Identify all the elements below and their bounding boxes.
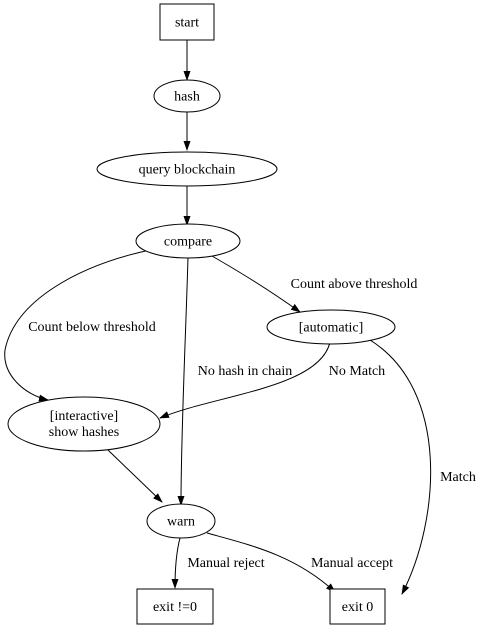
edge-compare-warn (177, 256, 189, 506)
nodes: start hash query blockchain compare [aut… (7, 3, 396, 625)
node-compare: compare (135, 223, 241, 259)
edges (4, 40, 432, 595)
edge-label-count-above: Count above threshold (291, 277, 418, 292)
node-interactive-label-line1: [interactive] (50, 409, 118, 424)
edge-compare-interactive (4, 249, 151, 402)
node-warn: warn (146, 503, 216, 539)
edge-interactive-warn (107, 449, 163, 503)
node-interactive: [interactive] show hashes (7, 396, 161, 452)
node-exit-zero: exit 0 (329, 588, 386, 625)
edge-label-manual-reject: Manual reject (187, 556, 264, 571)
edge-warn-exit0 (206, 532, 336, 593)
node-warn-label: warn (167, 515, 195, 530)
node-hash-label: hash (174, 90, 200, 105)
edge-label-match: Match (440, 470, 476, 485)
edge-label-no-match: No Match (329, 364, 385, 379)
node-interactive-label-line2: show hashes (49, 425, 119, 440)
edge-label-manual-accept: Manual accept (311, 556, 393, 571)
edge-labels: Count above threshold Count below thresh… (28, 277, 476, 571)
node-query-label: query blockchain (139, 163, 236, 178)
edge-label-count-below: Count below threshold (28, 320, 156, 335)
node-hash: hash (153, 79, 221, 113)
node-start-label: start (175, 16, 199, 31)
edge-automatic-interactive (159, 341, 331, 419)
node-start: start (159, 3, 215, 41)
edge-warn-exitnonzero (171, 537, 181, 589)
edge-label-no-hash: No hash in chain (198, 364, 292, 379)
edge-compare-automatic (211, 255, 301, 313)
node-automatic-label: [automatic] (299, 321, 364, 336)
edge-automatic-exit0 (369, 339, 432, 595)
node-exit-nonzero: exit !=0 (136, 588, 214, 625)
node-compare-label: compare (164, 235, 212, 250)
node-query-blockchain: query blockchain (96, 151, 278, 187)
node-exit-nonzero-label: exit !=0 (153, 600, 197, 615)
node-automatic: [automatic] (266, 309, 396, 345)
node-exit-zero-label: exit 0 (342, 600, 374, 615)
